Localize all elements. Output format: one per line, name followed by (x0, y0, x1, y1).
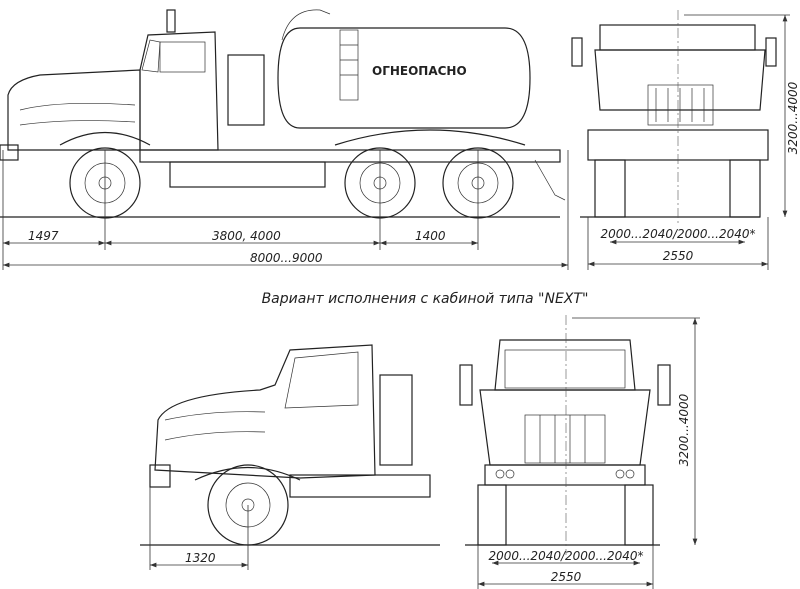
front-view-next: 3200...4000 2000...2040/2000...2040* 255… (459, 315, 700, 589)
dim-front-overhang-next: 1320 (185, 551, 216, 565)
cab (139, 31, 219, 151)
dim-front-overhang: 1497 (28, 229, 59, 243)
tank (277, 27, 531, 129)
dim-width-top: 2550 (663, 249, 694, 263)
dim-height-top: 3200...4000 (786, 81, 800, 154)
tank-warning-label: ОГНЕОПАСНО (372, 64, 467, 78)
variant-caption: Вариант исполнения с кабиной типа "NEXT" (262, 291, 589, 307)
dim-width-next: 2550 (551, 570, 582, 584)
side-view-next: 1320 (140, 344, 440, 570)
dim-height-next: 3200...4000 (677, 393, 691, 466)
equipment-box (227, 54, 265, 126)
dim-overall-length: 8000...9000 (250, 251, 323, 265)
dim-track-next: 2000...2040/2000...2040* (488, 549, 643, 563)
side-view-tanker: ОГНЕОПАСНО 1497 3800, 4000 1400 8000...9… (0, 9, 569, 270)
dim-rear-axle-spacing: 1400 (415, 229, 446, 243)
dim-track-top: 2000...2040/2000...2040* (600, 227, 755, 241)
beacon (166, 9, 176, 33)
next-cab (154, 344, 376, 479)
frame (139, 149, 561, 163)
front-view-tanker: 3200...4000 2000...2040/2000...2040* 255… (571, 10, 800, 270)
dim-wheelbase: 3800, 4000 (212, 229, 281, 243)
